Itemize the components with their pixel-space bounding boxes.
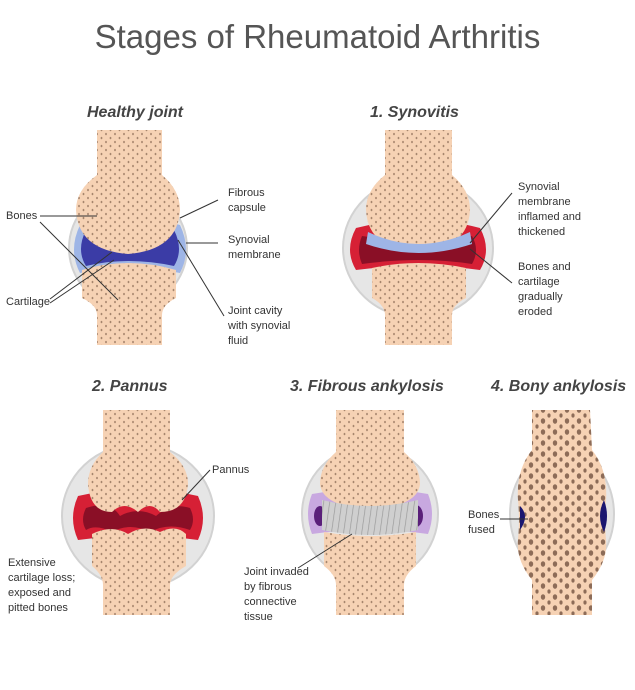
- label-joint-cavity: Joint cavity with synovial fluid: [228, 305, 291, 347]
- label-fibrous-invasion: Joint invaded by fibrous connective tiss…: [244, 566, 309, 623]
- fibrous-ankylosis-diagram: [297, 410, 439, 615]
- eroded-cavity: [83, 505, 193, 532]
- left-pocket: [520, 506, 525, 530]
- label-bones-eroded: Bones and cartilage gradually eroded: [518, 261, 571, 318]
- synovitis-diagram: [342, 130, 513, 345]
- heading-pannus: 2. Pannus: [92, 378, 168, 395]
- heading-healthy-joint: Healthy joint: [87, 104, 184, 121]
- label-bones: Bones: [6, 210, 38, 222]
- cartilage: [366, 232, 472, 253]
- right-pocket: [600, 500, 607, 532]
- pannus-diagram: [61, 410, 215, 615]
- healthy-joint-diagram: [39, 130, 225, 345]
- label-pannus: Pannus: [212, 464, 250, 476]
- page-title: Stages of Rheumatoid Arthritis: [94, 18, 541, 55]
- heading-synovitis: 1. Synovitis: [370, 104, 459, 121]
- heading-fibrous-ankylosis: 3. Fibrous ankylosis: [290, 378, 444, 395]
- label-synovial-membrane: Synovial membrane: [228, 234, 281, 261]
- bony-ankylosis-diagram: [500, 410, 615, 615]
- label-cartilage: Cartilage: [6, 296, 51, 308]
- heading-bony-ankylosis: 4. Bony ankylosis: [491, 378, 627, 395]
- label-synovial-inflamed: Synovial membrane inflamed and thickened: [518, 181, 581, 238]
- label-cartilage-loss: Extensive cartilage loss; exposed and pi…: [8, 557, 76, 614]
- label-bones-fused: Bones fused: [468, 509, 500, 536]
- label-fibrous-capsule: Fibrous capsule: [228, 187, 266, 214]
